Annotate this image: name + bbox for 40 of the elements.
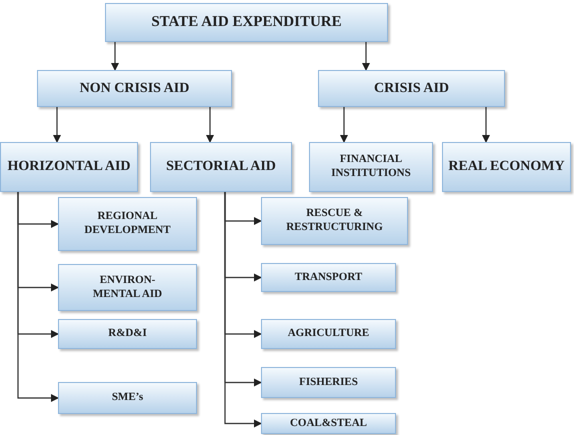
category-label: ENVIRON- MENTAL AID xyxy=(92,274,164,302)
category-label: AGRICULTURE xyxy=(288,327,370,341)
category-label: REAL ECONOMY xyxy=(448,158,565,176)
category-label: FISHERIES xyxy=(299,376,358,390)
category-box xyxy=(318,70,505,107)
category-box xyxy=(309,142,433,192)
arrow xyxy=(111,42,119,71)
category-box xyxy=(150,142,292,192)
arrow xyxy=(224,192,262,428)
arrow xyxy=(53,107,61,143)
arrow xyxy=(340,107,348,143)
category-label: FINANCIAL INSTITUTIONS xyxy=(330,153,412,181)
category-box xyxy=(261,197,408,245)
category-box xyxy=(105,3,388,42)
category-box xyxy=(0,142,138,192)
category-label: REGIONAL DEVELOPMENT xyxy=(83,210,172,238)
category-label: RESCUE & RESTRUCTURING xyxy=(285,207,384,235)
arrow xyxy=(362,42,370,71)
category-box xyxy=(261,319,396,349)
category-box xyxy=(58,264,197,311)
category-box xyxy=(261,263,396,292)
category-box xyxy=(58,197,197,251)
category-label: R&D&I xyxy=(108,327,147,341)
category-label: TRANSPORT xyxy=(294,270,362,284)
category-label: SECTORIAL AID xyxy=(166,158,276,176)
category-box xyxy=(58,382,197,414)
arrow xyxy=(17,192,59,402)
arrow xyxy=(206,107,214,143)
category-label: COAL&STEAL xyxy=(290,416,368,430)
category-box xyxy=(442,142,571,192)
category-box xyxy=(261,413,396,434)
category-label: STATE AID EXPENDITURE xyxy=(151,13,342,32)
category-box xyxy=(58,319,197,349)
category-box xyxy=(37,70,232,107)
category-box xyxy=(261,367,396,398)
category-label: HORIZONTAL AID xyxy=(7,158,131,176)
category-label: NON CRISIS AID xyxy=(80,80,190,98)
category-label: CRISIS AID xyxy=(374,80,450,98)
arrow xyxy=(482,107,490,143)
category-label: SME’s xyxy=(112,391,144,405)
